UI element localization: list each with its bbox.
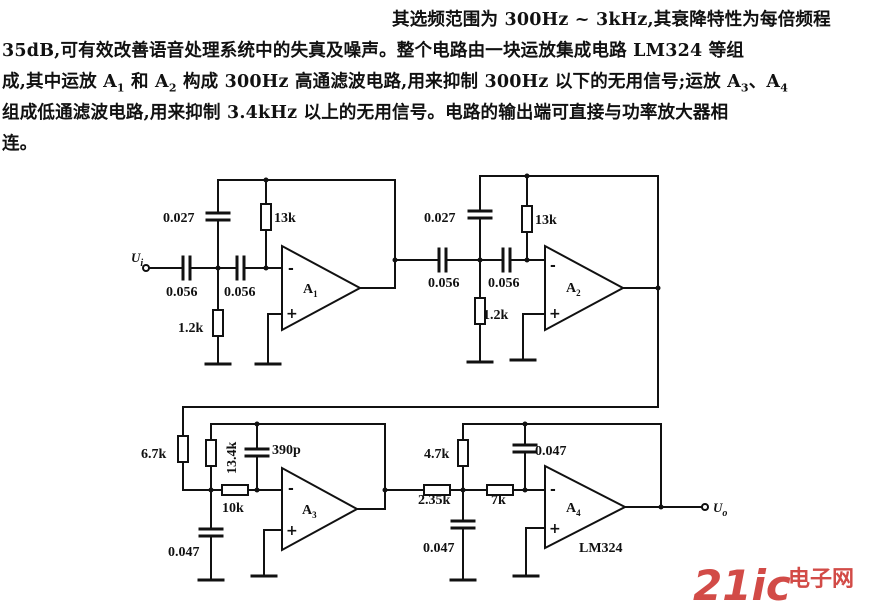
s2-plus: + [549, 306, 561, 322]
s1-c-in1-label: 0.056 [166, 285, 198, 300]
output-label: Uo [713, 500, 727, 519]
s2-amp-label: A2 [566, 281, 581, 298]
text-line-4: 组成低通滤波电路,用来抑制 3.4kHz 以上的无用信号。电路的输出端可直接与功… [2, 103, 729, 123]
s1-r-gnd-label: 1.2k [178, 321, 204, 336]
s1-r-top-label: 13k [274, 211, 296, 226]
s4-r-in2-label: 7k [491, 493, 506, 508]
s2-c-top-label: 0.027 [424, 211, 456, 226]
s3-c-fb-label: 390p [272, 443, 301, 458]
s1-plus: + [286, 306, 298, 322]
s1-minus: - [288, 261, 294, 277]
text-line-1: 其选频范围为 300Hz ~ 3kHz,其衰降特性为每倍频程 [392, 10, 831, 30]
s1-c-top-label: 0.027 [163, 211, 195, 226]
s3-plus: + [286, 523, 298, 539]
text-line-5: 连。 [2, 134, 38, 154]
s3-amp-label: A3 [302, 503, 317, 520]
stage-3-lowpass [177, 406, 425, 582]
text-line-2: 35dB,可有效改善语音处理系统中的失真及噪声。整个电路由一块运放集成电路 LM… [2, 41, 745, 61]
s3-r-left-label: 6.7k [141, 447, 167, 462]
s2-r-gnd-label: 1.2k [483, 308, 509, 323]
stage-2-highpass [182, 173, 661, 408]
s2-c-in1-label: 0.056 [428, 276, 460, 291]
text-line-3: 成,其中运放 A1 和 A2 构成 300Hz 高通滤波电路,用来抑制 300H… [2, 72, 789, 95]
s4-amp-label: A4 [566, 501, 581, 518]
s3-minus: - [288, 481, 294, 497]
s3-r-in-label: 10k [222, 501, 244, 516]
input-label: Ui [131, 250, 143, 269]
s4-c-gnd-label: 0.047 [423, 541, 455, 556]
s1-amp-label: A1 [303, 282, 318, 299]
s1-c-in2-label: 0.056 [224, 285, 256, 300]
s4-c-fb-label: 0.047 [535, 444, 567, 459]
output-terminal [701, 503, 709, 511]
s4-plus: + [549, 521, 561, 537]
watermark-logo: 21ic [693, 561, 791, 608]
watermark-text: 电子网 [788, 567, 854, 592]
stage-1-highpass [142, 177, 439, 366]
ic-label: LM324 [579, 541, 623, 556]
s4-minus: - [550, 482, 556, 498]
s2-minus: - [550, 258, 556, 274]
s3-c-gnd-label: 0.047 [168, 545, 200, 560]
stage-4-lowpass [423, 421, 709, 582]
s4-r-fb-label: 4.7k [424, 447, 450, 462]
s2-r-top-label: 13k [535, 213, 557, 228]
s2-c-in2-label: 0.056 [488, 276, 520, 291]
s4-r-in1-label: 2.35k [418, 493, 451, 508]
s3-r-fb-label: 13.4k [225, 442, 240, 475]
